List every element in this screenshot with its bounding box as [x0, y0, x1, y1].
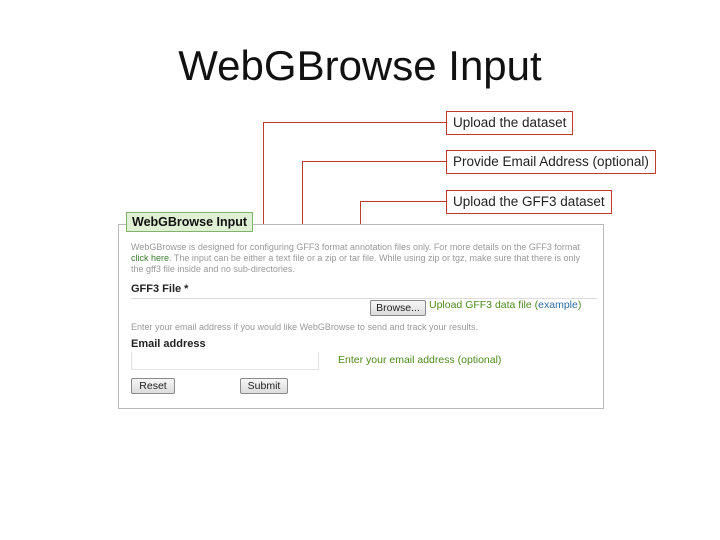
description-text-2: . The input can be either a text file or… [131, 253, 581, 274]
description-text: WebGBrowse is designed for configuring G… [131, 242, 580, 252]
gff3-hint-text: Upload GFF3 data file ( [429, 299, 539, 311]
slide-title: WebGBrowse Input [178, 42, 542, 89]
connector-line [263, 122, 446, 123]
callout-gff3: Upload the GFF3 dataset [446, 190, 612, 214]
gff3-hint-suffix: ) [577, 299, 582, 311]
browse-button[interactable]: Browse... [370, 300, 426, 316]
callout-upload-dataset: Upload the dataset [446, 111, 574, 135]
email-label: Email address [131, 338, 206, 350]
email-hint: Enter your email address (optional) [338, 354, 502, 366]
connector-line [360, 201, 446, 202]
email-input[interactable] [131, 352, 319, 370]
reset-button[interactable]: Reset [131, 378, 175, 394]
panel-tab: WebGBrowse Input [126, 212, 254, 232]
gff3-hint: Upload GFF3 data file (example) [429, 299, 581, 311]
form-description: WebGBrowse is designed for configuring G… [131, 242, 593, 275]
connector-line [302, 161, 446, 162]
example-link[interactable]: example [538, 299, 578, 311]
callout-email: Provide Email Address (optional) [446, 150, 656, 174]
email-description: Enter your email address if you would li… [131, 322, 478, 332]
submit-button[interactable]: Submit [240, 378, 288, 394]
gff3-format-link[interactable]: click here [131, 253, 170, 263]
gff3-file-label: GFF3 File * [131, 283, 189, 295]
form-panel [118, 224, 604, 409]
divider [131, 298, 597, 299]
